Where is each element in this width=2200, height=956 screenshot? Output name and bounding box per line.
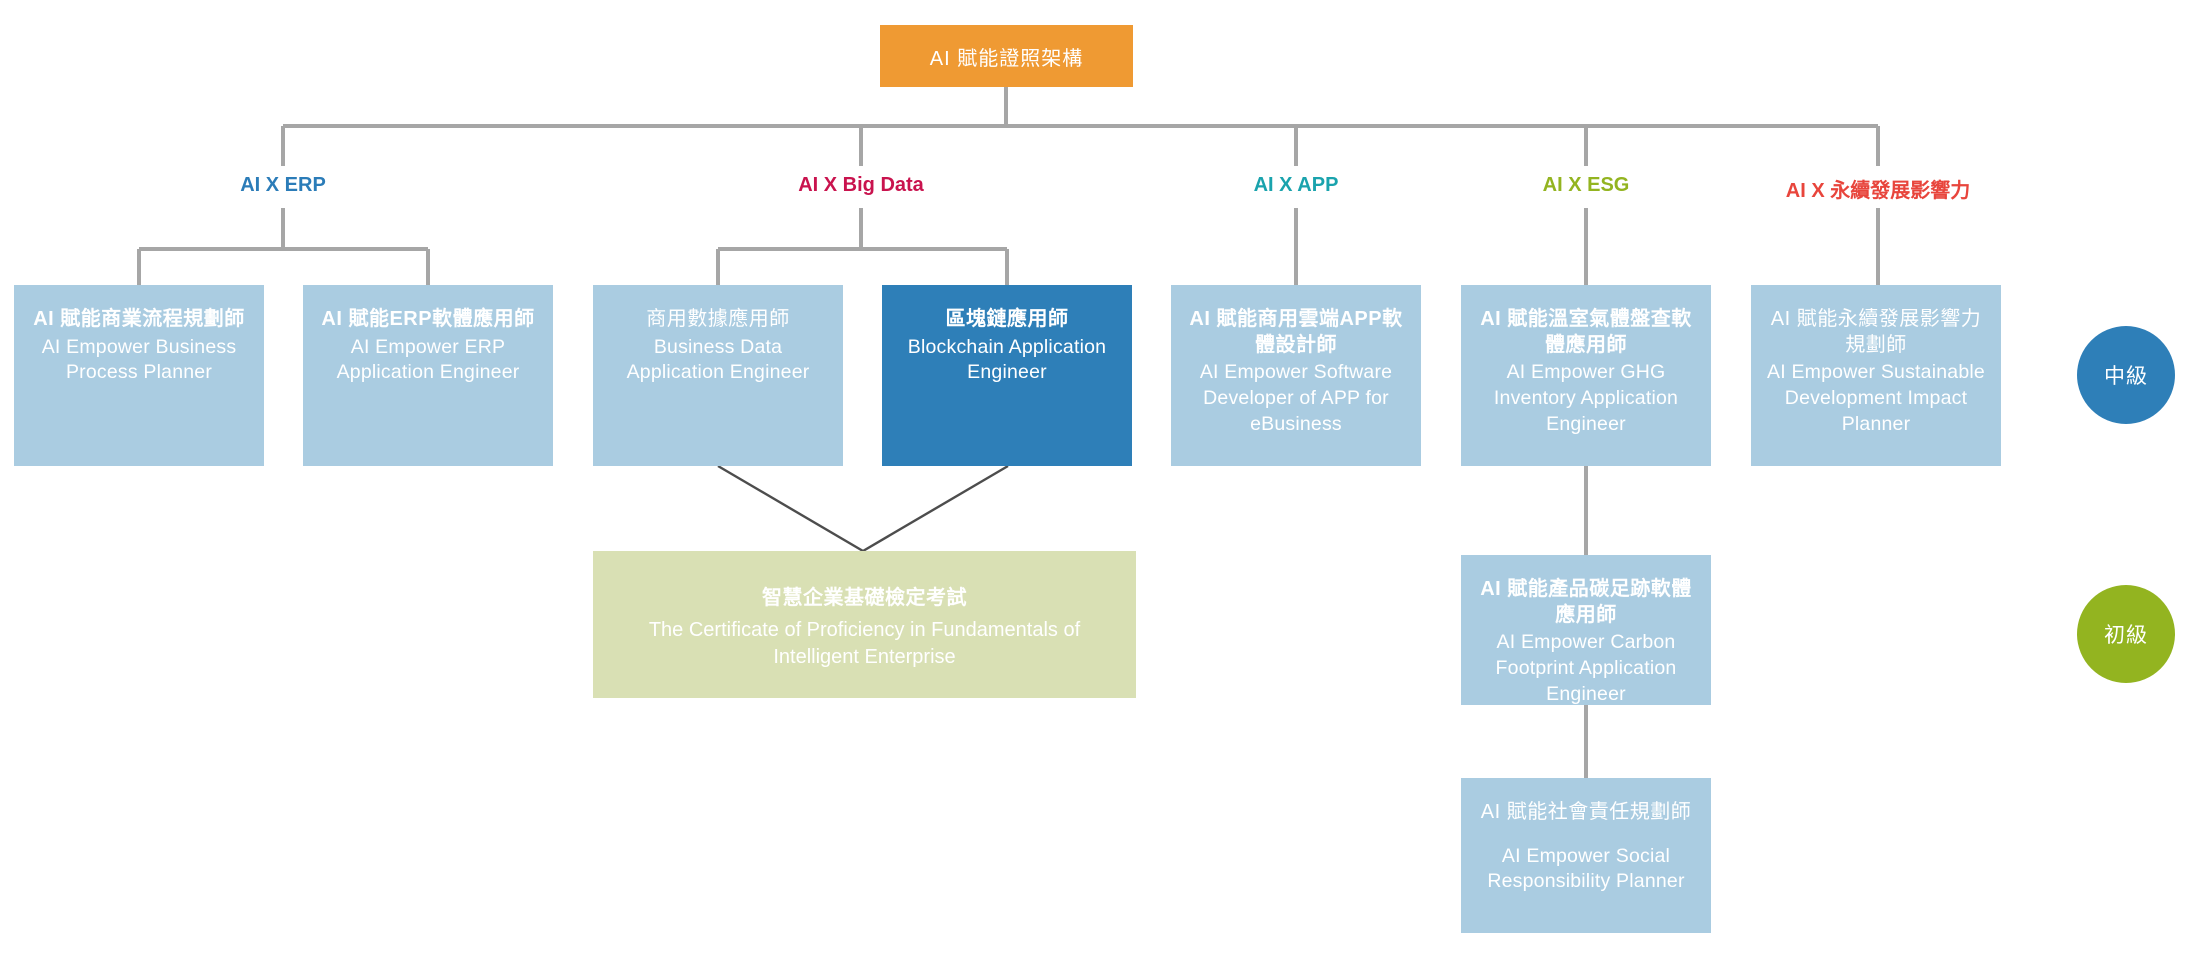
level-badge-intermediate[interactable]: 中級 (2077, 326, 2175, 424)
category-header-esdi-label: AI X 永續發展影響力 (1785, 180, 1971, 202)
root-node-label: AI 賦能證照架構 (929, 47, 1084, 70)
card-sustainable-development-impact-planner[interactable]: AI 賦能永續發展影響力規劃師 AI Empower Sustainable D… (1751, 285, 2001, 466)
card-title-en: Business Data Application Engineer (626, 335, 810, 384)
card-spacer (1475, 828, 1697, 844)
card-title-zh: 區塊鏈應用師 (945, 308, 1069, 330)
card-title-zh: 商用數據應用師 (646, 308, 790, 330)
category-header-bigdata-label: AI X Big Data (798, 174, 924, 196)
category-header-esg[interactable]: AI X ESG (1543, 174, 1630, 197)
category-header-esdi[interactable]: AI X 永續發展影響力 (1786, 174, 1970, 203)
category-header-app[interactable]: AI X APP (1254, 174, 1339, 197)
category-header-erp[interactable]: AI X ERP (240, 174, 326, 197)
card-title-en: AI Empower ERP Application Engineer (336, 335, 520, 384)
exam-title-zh: 智慧企業基礎檢定考試 (762, 587, 967, 609)
card-title-en: AI Empower Sustainable Development Impac… (1767, 361, 1985, 435)
card-title-zh: AI 賦能商業流程規劃師 (33, 308, 245, 330)
card-title-en: AI Empower Software Developer of APP for… (1199, 361, 1393, 435)
category-header-erp-label: AI X ERP (240, 174, 326, 196)
category-header-bigdata[interactable]: AI X Big Data (798, 174, 924, 197)
exam-title-en: The Certificate of Proficiency in Fundam… (648, 619, 1081, 668)
category-header-esg-label: AI X ESG (1542, 174, 1630, 196)
card-business-data-application-engineer[interactable]: 商用數據應用師 Business Data Application Engine… (593, 285, 843, 466)
card-carbon-footprint-application-engineer[interactable]: AI 賦能產品碳足跡軟體應用師 AI Empower Carbon Footpr… (1461, 555, 1711, 705)
wire-exam-v (717, 464, 1009, 553)
root-node[interactable]: AI 賦能證照架構 (880, 25, 1133, 87)
exam-box-fundamentals[interactable]: 智慧企業基礎檢定考試 The Certificate of Proficienc… (593, 551, 1136, 698)
card-ghg-inventory-application-engineer[interactable]: AI 賦能溫室氣體盤查軟體應用師 AI Empower GHG Inventor… (1461, 285, 1711, 466)
card-business-process-planner[interactable]: AI 賦能商業流程規劃師 AI Empower Business Process… (14, 285, 264, 466)
category-header-app-label: AI X APP (1253, 174, 1339, 196)
card-title-zh: AI 賦能溫室氣體盤查軟體應用師 (1480, 308, 1692, 356)
card-title-zh: AI 賦能ERP軟體應用師 (321, 308, 535, 330)
card-social-responsibility-planner[interactable]: AI 賦能社會責任規劃師 AI Empower Social Responsib… (1461, 778, 1711, 933)
level-badge-intermediate-label: 中級 (2104, 365, 2148, 388)
card-title-en: AI Empower GHG Inventory Application Eng… (1493, 361, 1679, 435)
card-title-zh: AI 賦能永續發展影響力規劃師 (1770, 308, 1982, 356)
level-badge-beginner[interactable]: 初級 (2077, 585, 2175, 683)
card-title-zh: AI 賦能產品碳足跡軟體應用師 (1480, 578, 1692, 626)
card-title-en: AI Empower Carbon Footprint Application … (1495, 631, 1677, 705)
card-title-zh: AI 賦能商用雲端APP軟體設計師 (1189, 308, 1403, 356)
card-cloud-app-software-designer[interactable]: AI 賦能商用雲端APP軟體設計師 AI Empower Software De… (1171, 285, 1421, 466)
level-badge-beginner-label: 初級 (2104, 624, 2148, 647)
card-erp-application-engineer[interactable]: AI 賦能ERP軟體應用師 AI Empower ERP Application… (303, 285, 553, 466)
card-title-zh: AI 賦能社會責任規劃師 (1480, 801, 1692, 823)
card-blockchain-application-engineer[interactable]: 區塊鏈應用師 Blockchain Application Engineer (882, 285, 1132, 466)
card-title-en: Blockchain Application Engineer (907, 335, 1107, 384)
card-title-en: AI Empower Business Process Planner (41, 335, 237, 384)
card-title-en: AI Empower Social Responsibility Planner (1487, 844, 1685, 893)
